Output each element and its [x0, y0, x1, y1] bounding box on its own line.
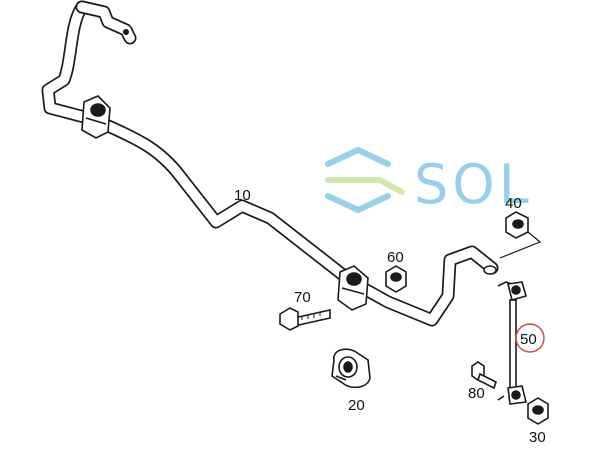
callout-10: 10 [234, 187, 251, 204]
callout-labels: 10 20 30 40 50 60 70 80 [234, 187, 546, 446]
bar-bushing-right-icon [337, 265, 369, 311]
callout-30: 30 [529, 429, 546, 446]
stabilizer-link-icon [497, 281, 527, 405]
watermark-chevron-icon [325, 147, 405, 213]
highlight-ring [515, 323, 545, 353]
nut-icon [499, 211, 542, 259]
callout-40: 40 [505, 195, 522, 212]
bushing-icon [331, 348, 371, 389]
bolt-icon [471, 361, 497, 390]
callout-50: 50 [520, 331, 537, 348]
callout-20: 20 [348, 397, 365, 414]
watermark-logo: SOL [325, 147, 533, 216]
callout-60: 60 [387, 249, 404, 266]
bolt-icon [279, 307, 331, 331]
watermark-text: SOL [414, 153, 533, 216]
callout-80: 80 [468, 385, 485, 402]
bar-bushing-left-icon [81, 95, 111, 139]
nut-icon [527, 397, 549, 425]
stabilizer-bar [41, 0, 499, 327]
callout-70: 70 [294, 289, 311, 306]
nut-icon [385, 265, 407, 293]
